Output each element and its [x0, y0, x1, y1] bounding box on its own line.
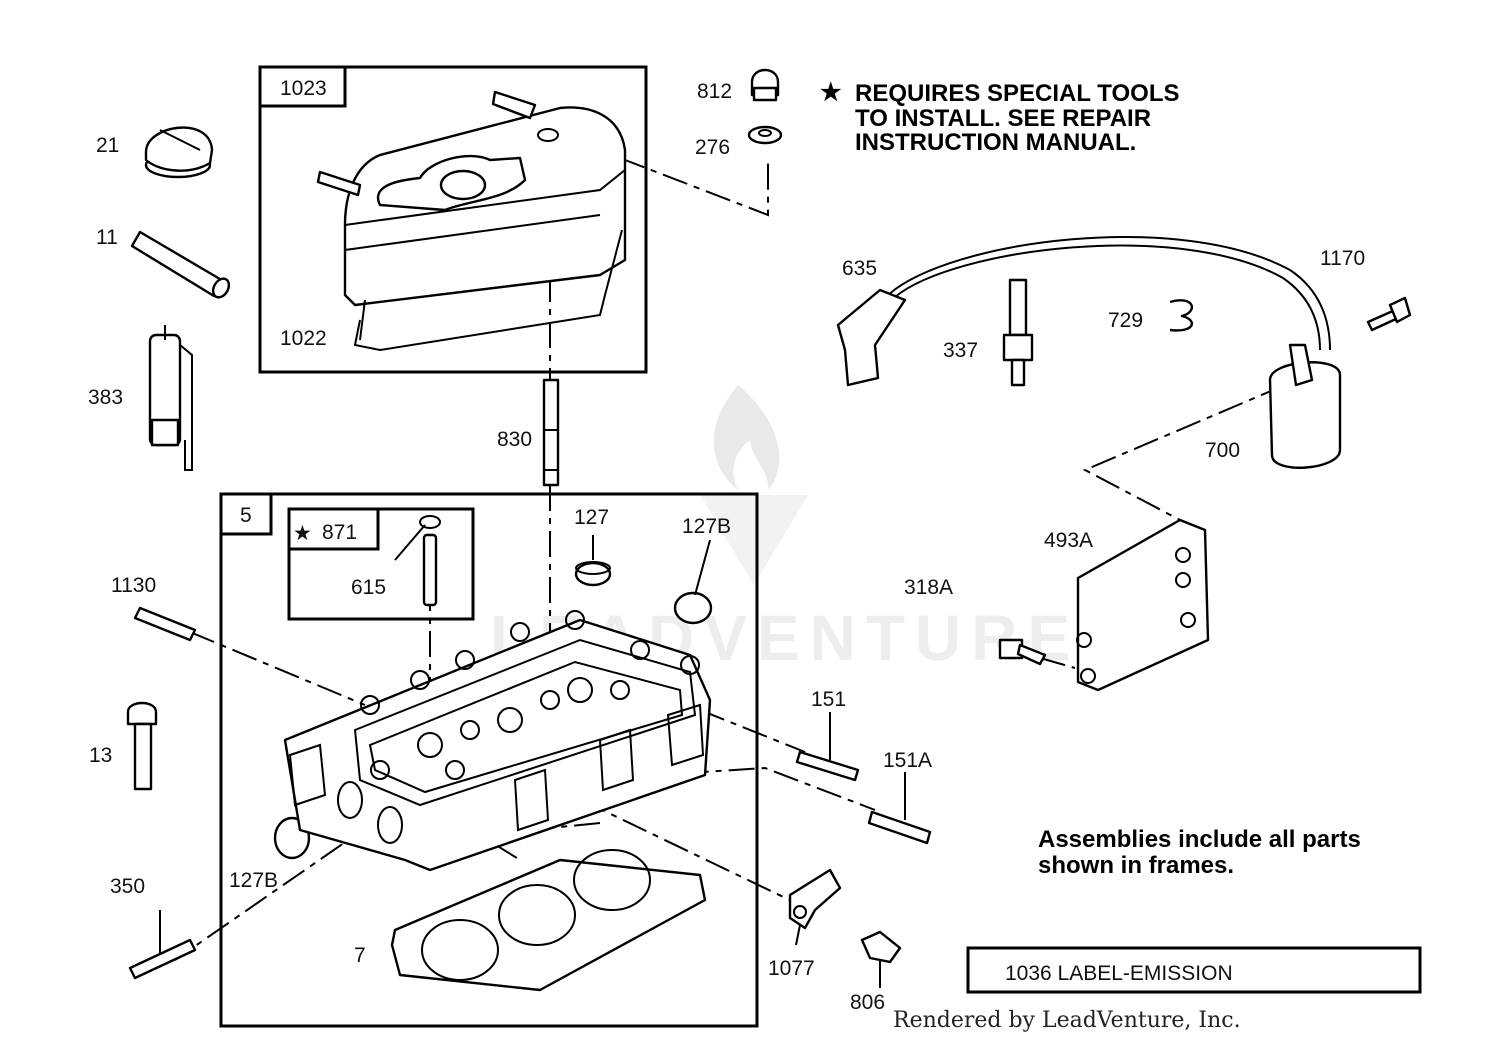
bolt-1170-part[interactable]	[1366, 296, 1412, 332]
footer-credit: Rendered by LeadVenture, Inc.	[893, 1008, 1241, 1033]
head-gasket-part[interactable]	[390, 849, 707, 992]
head-frame	[219, 492, 759, 1028]
plug-127-part[interactable]	[574, 561, 612, 587]
label-127: 127	[574, 506, 609, 529]
label-615: 615	[351, 576, 386, 599]
cap-nut-part[interactable]	[750, 68, 780, 102]
label-7: 7	[354, 944, 366, 967]
label-21: 21	[96, 134, 119, 157]
label-127b-upper: 127B	[682, 515, 731, 538]
star-icon-note: ★	[820, 79, 842, 106]
label-151: 151	[811, 688, 846, 711]
watermark-logo	[700, 385, 808, 585]
note-line-1: REQUIRES SPECIAL TOOLS	[855, 80, 1180, 107]
frame-label-1023: 1023	[280, 77, 327, 100]
assemblies-note-line-1: Assemblies include all parts	[1038, 826, 1361, 853]
label-1170: 1170	[1320, 247, 1365, 270]
oil-cap-part[interactable]	[144, 126, 214, 179]
assemblies-note-line-2: shown in frames.	[1038, 852, 1234, 879]
label-1130: 1130	[111, 574, 156, 597]
label-383: 383	[88, 386, 123, 409]
clip-part[interactable]	[1169, 299, 1194, 332]
label-729: 729	[1108, 309, 1143, 332]
frame-label-871: 871	[322, 521, 357, 544]
washer-part[interactable]	[747, 125, 783, 145]
stud-151-part[interactable]	[795, 750, 860, 782]
spark-plug-wire-part[interactable]	[836, 236, 1331, 387]
label-318a: 318A	[904, 576, 953, 599]
note-line-2: TO INSTALL. SEE REPAIR	[855, 105, 1151, 132]
bolt-318a-part[interactable]	[998, 638, 1047, 666]
label-276: 276	[695, 136, 730, 159]
spark-plug-part[interactable]	[1002, 278, 1034, 387]
emission-label-text: 1036 LABEL-EMISSION	[1005, 962, 1233, 985]
bracket-part[interactable]	[1076, 518, 1210, 692]
valve-cover-frame	[258, 65, 648, 374]
label-151a: 151A	[883, 749, 932, 772]
leader-lines	[174, 157, 1286, 961]
tube-part[interactable]	[130, 230, 232, 300]
label-1022: 1022	[280, 327, 327, 350]
stud-350-part[interactable]	[128, 938, 197, 980]
valve-guide-part[interactable]	[419, 515, 441, 607]
stud-151a-part[interactable]	[867, 810, 932, 845]
label-337: 337	[943, 339, 978, 362]
bolt-13-part[interactable]	[126, 701, 158, 791]
special-tool-frame-tag	[287, 507, 380, 551]
ignition-coil-part[interactable]	[1268, 343, 1342, 469]
stud-part[interactable]	[542, 378, 560, 487]
label-700: 700	[1205, 439, 1240, 462]
part-labels: 21 11 383 1022 812 276 635 337 729 1170 …	[88, 80, 1365, 1014]
valve-cover-frame-tag	[258, 65, 347, 108]
label-1077: 1077	[768, 957, 815, 980]
head-frame-tag	[219, 492, 273, 536]
plug-127b-upper-part[interactable]	[673, 591, 713, 625]
label-350: 350	[110, 875, 145, 898]
label-13: 13	[89, 744, 112, 767]
valve-cover-part[interactable]	[316, 90, 627, 352]
label-830: 830	[497, 428, 532, 451]
frame-label-5: 5	[240, 504, 252, 527]
bolt-806-part[interactable]	[860, 930, 902, 964]
label-812: 812	[697, 80, 732, 103]
label-127b-lower: 127B	[229, 869, 278, 892]
label-leaders	[159, 524, 906, 988]
label-806: 806	[850, 991, 885, 1014]
note-line-3: INSTRUCTION MANUAL.	[855, 129, 1136, 156]
label-635: 635	[842, 257, 877, 280]
label-493a: 493A	[1044, 529, 1093, 552]
emission-label-box	[966, 946, 1422, 994]
sensor-part[interactable]	[148, 325, 193, 471]
stud-1130-part[interactable]	[133, 606, 197, 642]
cylinder-head-part[interactable]	[283, 610, 712, 872]
star-icon: ★	[293, 522, 312, 545]
label-11: 11	[96, 226, 118, 249]
bracket-1077-part[interactable]	[788, 868, 842, 930]
special-tool-frame	[287, 507, 475, 621]
